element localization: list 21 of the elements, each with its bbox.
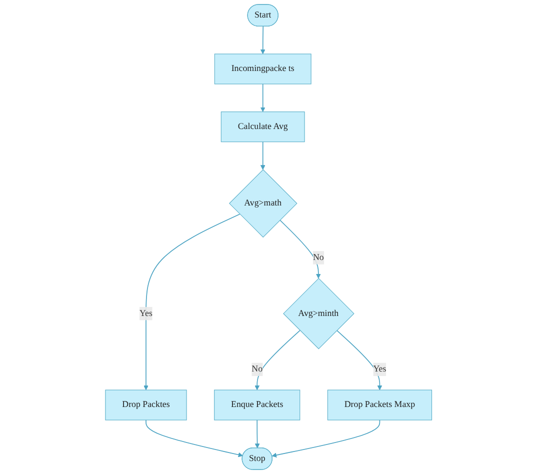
node-box: Incomingpacke ts <box>214 54 312 84</box>
node-diamond: Avg>math <box>228 169 298 238</box>
arrow <box>279 220 321 279</box>
node-diamond: Avg>minth <box>282 278 354 350</box>
arrow <box>260 141 266 170</box>
arrow <box>260 84 266 112</box>
arrow <box>143 214 240 390</box>
node-box: Drop Packets Maxp <box>327 390 432 420</box>
edge-label: Yes <box>139 308 152 318</box>
node-box: Drop Packtes <box>105 390 187 420</box>
edge-label: No <box>252 364 262 374</box>
arrow <box>272 420 380 458</box>
edge-label: No <box>312 252 324 262</box>
arrow <box>145 420 243 458</box>
node-box: Calculate Avg <box>220 112 305 142</box>
arrow <box>254 420 260 448</box>
arrow <box>260 26 266 54</box>
arrow <box>336 330 382 390</box>
arrow <box>254 330 300 390</box>
node-box: Enque Packets <box>214 390 300 420</box>
edge-label: Yes <box>373 364 386 374</box>
